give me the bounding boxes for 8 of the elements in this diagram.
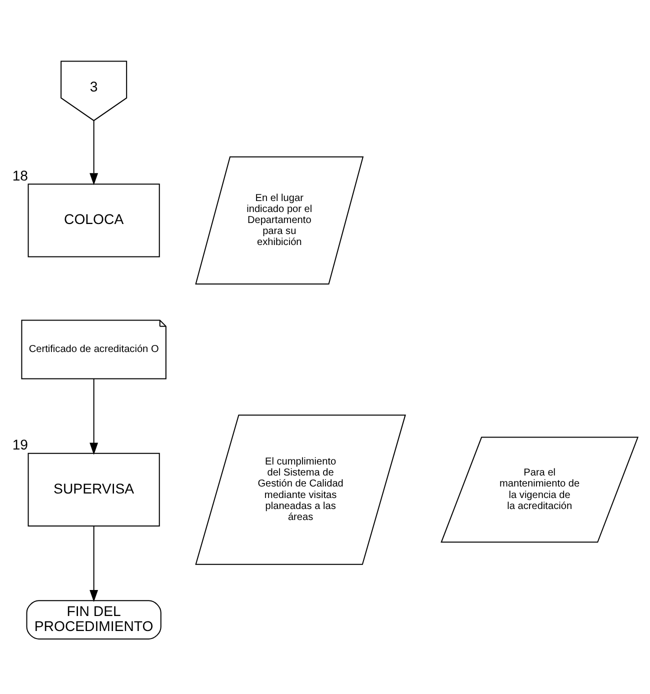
node-label: 19 <box>12 436 28 453</box>
node-label: 18 <box>12 167 28 184</box>
arrow <box>90 120 98 186</box>
arrow <box>90 378 98 455</box>
node-box: SUPERVISA <box>28 452 160 527</box>
node-box: FIN DEL PROCEDIMIENTO <box>26 600 162 640</box>
node-box: COLOCA <box>28 184 160 258</box>
arrow <box>90 526 98 602</box>
